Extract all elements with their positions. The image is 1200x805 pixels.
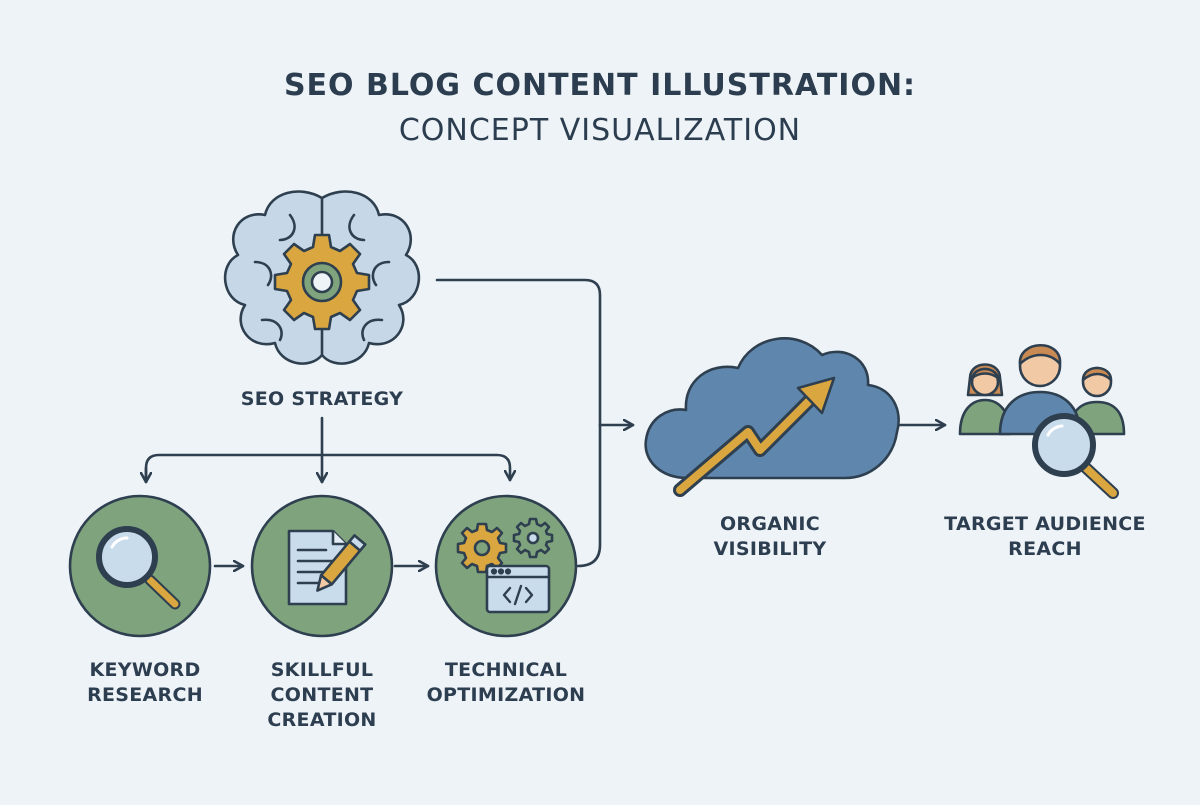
- content-creation-node: [250, 494, 394, 638]
- keyword-research-label-line-1: KEYWORD: [89, 659, 201, 681]
- content-creation-label: SKILLFUL CONTENT CREATION: [237, 658, 407, 733]
- technical-optimization-label-line-2: OPTIMIZATION: [426, 684, 586, 706]
- seo-strategy-label-line: SEO STRATEGY: [240, 388, 404, 410]
- audience-magnifier: [1032, 413, 1119, 499]
- organic-visibility-label-line-1: ORGANIC: [719, 513, 821, 535]
- content-creation-label-line-1: SKILLFUL: [270, 659, 374, 681]
- content-creation-label-line-2: CONTENT: [270, 684, 374, 706]
- keyword-research-label-line-2: RESEARCH: [87, 684, 203, 706]
- technical-optimization-label: TECHNICAL OPTIMIZATION: [406, 658, 606, 708]
- cloud-growth-arrow-icon: [644, 337, 900, 497]
- technical-optimization-label-line-1: TECHNICAL: [444, 659, 568, 681]
- people-magnifier-icon: [958, 343, 1126, 499]
- organic-visibility-label-line-2: VISIBILITY: [713, 538, 827, 560]
- document-pencil-icon: [287, 529, 367, 606]
- magnifier-icon: [96, 526, 181, 610]
- brain-gear-icon: [223, 190, 421, 365]
- growth-arrow: [673, 376, 836, 497]
- seo-strategy-label: SEO STRATEGY: [222, 387, 422, 412]
- keyword-research-label: KEYWORD RESEARCH: [60, 658, 230, 708]
- branch-bar-connector: [144, 453, 510, 482]
- content-creation-label-line-3: CREATION: [267, 709, 377, 731]
- page-title: SEO BLOG CONTENT ILLUSTRATION:: [283, 68, 917, 103]
- strategy-gear: [273, 233, 371, 331]
- page-subtitle: CONCEPT VISUALIZATION: [398, 113, 802, 148]
- cloud-shape: [644, 337, 900, 480]
- target-audience-label-line-2: REACH: [1008, 538, 1082, 560]
- organic-visibility-label: ORGANIC VISIBILITY: [670, 512, 870, 562]
- technical-optimization-node: [434, 494, 578, 638]
- person-left: [958, 363, 1012, 436]
- connectors: [144, 278, 947, 568]
- strategy-to-visibility-connector: [435, 278, 602, 427]
- target-audience-label-line-1: TARGET AUDIENCE: [944, 513, 1146, 535]
- technical-to-visibility-connector: [576, 423, 602, 568]
- keyword-research-node: [68, 494, 212, 638]
- gears-code-window-icon: [456, 517, 554, 614]
- target-audience-label: TARGET AUDIENCE REACH: [930, 512, 1160, 562]
